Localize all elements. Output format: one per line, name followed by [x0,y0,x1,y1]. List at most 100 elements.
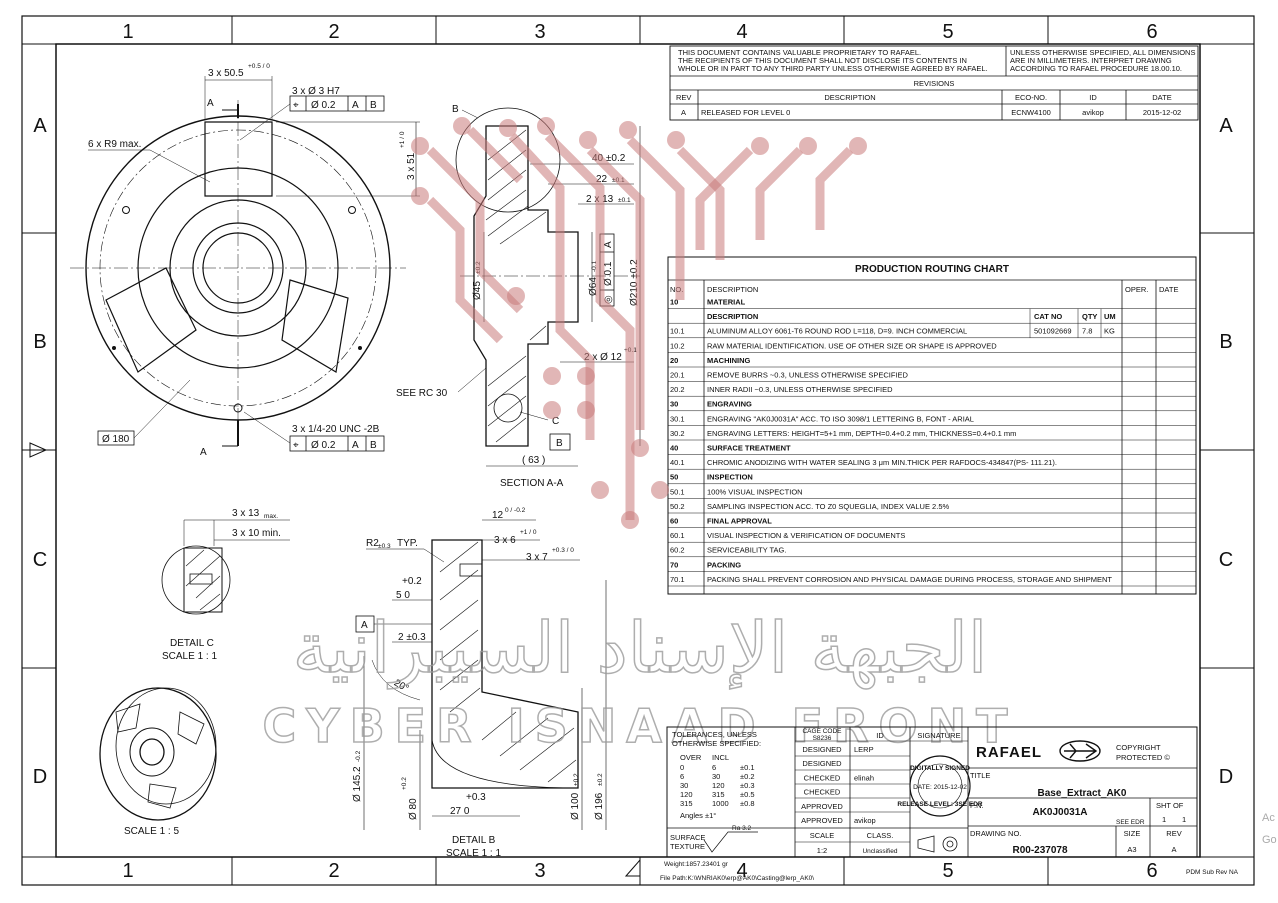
sheet-number: 1 [1162,815,1166,824]
zone-col-2-bottom: 2 [328,860,339,882]
company-logo: RAFAEL [976,740,1101,762]
rev-head-description: DESCRIPTION [824,93,875,102]
routing-row-description: INSPECTION [707,473,753,482]
tolerance-cell: 30 [680,781,688,790]
fcf-bottom-tolerance: Ø 0.2 [311,440,336,451]
zone-labels: 1 2 3 4 5 6 1 2 3 4 5 6 A B C D A B C D [33,21,1234,882]
dim-2x13-tol: ±0.1 [618,197,631,204]
routing-row-description: MATERIAL [707,298,746,307]
dim-27: 27 0 [450,806,470,817]
pn-head: P.N. [970,801,984,810]
fcf-top-datum-a: A [352,100,359,111]
tolerance-cell: 120 [680,790,693,799]
routing-row-no: 40.1 [670,458,685,467]
routing-row-description: REMOVE BURRS ~0.3, UNLESS OTHERWISE SPEC… [707,371,909,380]
dim-5: 5 0 [396,590,410,601]
routing-row-description: RAW MATERIAL IDENTIFICATION. USE OF OTHE… [707,341,997,350]
zone-row-a-left: A [33,115,47,137]
routing-row-no: 60.2 [670,546,685,555]
dim-slot-width: 3 x 50.5 [208,68,244,79]
zone-row-d-left: D [33,766,47,788]
routing-title: PRODUCTION ROUTING CHART [855,264,1009,275]
tolerance-cell: 6 [712,763,716,772]
revisions-title: REVISIONS [914,79,955,88]
pn-value: AK0J0031A [1032,807,1087,818]
dim-detail-c-10: 3 x 10 min. [232,528,281,539]
dim-64-tol: -0.1 [591,260,598,272]
approval-role: APPROVED [801,816,843,825]
dim-2: 2 ±0.3 [398,632,426,643]
dim-210: Ø210 ±0.2 [629,259,640,306]
cage-code-label: CAGE CODE [802,728,842,735]
dim-3x7-tol: +0.3 / 0 [552,547,574,554]
rev-head-rev: REV [676,93,691,102]
zone-row-b-left: B [33,331,46,353]
dim-64: Ø64 [588,277,599,296]
notice-line-1: THIS DOCUMENT CONTAINS VALUABLE PROPRIET… [678,48,921,57]
dim-detail-b-12-tol: 0 / -0.2 [505,507,526,514]
fcf-top-datum-b: B [370,100,377,111]
tolerance-cell: ±0.3 [740,781,755,790]
dim-depth: 3 x 51 [406,152,417,180]
stamp-date: DATE: 2015-12-02 [913,784,967,791]
zone-row-d-right: D [1219,766,1233,788]
dim-196: Ø 196 [594,792,605,820]
detail-b-callout: B [452,104,459,115]
title-value: Base_Extract_AK0 [1038,788,1127,799]
detail-b-scale: SCALE 1 : 1 [446,848,501,859]
tolerance-cell: 120 [712,781,725,790]
see-edr: SEE EDR [1116,819,1145,826]
dim-5-tol: +0.2 [402,576,422,587]
watermark-circuit-logo [411,117,867,529]
dim-145: Ø 145.2 [352,766,363,802]
stamp-release: RELEASE LEVEL: 3SE EDR [897,801,983,808]
routing-row-qty: 7.8 [1082,327,1092,336]
watermark-arabic: الجبهة الإسناد السيبرانية [293,607,988,690]
dim-3x6-tol: +1 / 0 [520,529,537,536]
dim-diameter-180: Ø 180 [102,434,130,445]
dim-detail-b-12: 12 [492,510,504,521]
zone-col-6-bottom: 6 [1146,860,1157,882]
size-head: SIZE [1124,829,1141,838]
fcf-bottom-datum-a: A [352,440,359,451]
routing-row-description: SURFACE TREATMENT [707,444,791,453]
rev-head: REV [1166,829,1181,838]
tolerance-cell: ±0.8 [740,799,755,808]
datum-b: B [556,438,563,449]
approval-id: elinah [854,773,874,782]
tolerances-head-incl: INCL [712,753,729,762]
dim-100: Ø 100 [570,792,581,820]
class-head: CLASS. [867,831,894,840]
front-view: A A 3 x 50.5 +0.5 / 0 3 x Ø 3 H7 ⌖ Ø 0.2… [70,63,420,458]
isometric-view: SCALE 1 : 5 [99,687,217,837]
routing-row-description: 100% VISUAL INSPECTION [707,487,803,496]
scale-head: SCALE [810,831,835,840]
routing-row-description: FINAL APPROVAL [707,517,772,526]
dim-0-3: +0.3 [466,792,486,803]
routing-row-description: PACKING [707,560,741,569]
stamp-signed: DIGITALLY SIGNED [910,765,970,772]
rev-row-id: avikop [1082,108,1104,117]
zone-row-b-right: B [1219,331,1232,353]
routing-row-no: 30 [670,400,678,409]
tolerance-cell: 315 [680,799,693,808]
dim-80: Ø 80 [408,798,419,820]
routing-row-um: KG [1104,327,1115,336]
routing-row-um: UM [1104,312,1116,321]
watermark-text: الجبهة الإسناد السيبرانية CYBER ISNAAD F… [262,606,1008,754]
routing-head-oper: OPER. [1125,285,1148,294]
approval-role: CHECKED [804,773,841,782]
dim-slot-width-tol: +0.5 / 0 [248,63,270,70]
detail-c-callout: C [552,416,559,427]
units-line-2: ARE IN MILLIMETERS. INTERPRET DRAWING [1010,56,1172,65]
detail-b: 12 0 / -0.2 R2 ±0.3 TYP. 3 x 6 +1 / 0 3 … [352,507,607,859]
copyright-2: PROTECTED © [1116,753,1170,762]
routing-row-no: 30.1 [670,414,685,423]
digital-signature-stamp: DIGITALLY SIGNED DATE: 2015-12-02 RELEAS… [897,755,983,817]
cage-code-value: S8236 [813,735,832,742]
fcf-coaxial-symbol: ◎ [603,295,614,304]
drawing-no-head: DRAWING NO. [970,829,1021,838]
tolerance-cell: 0 [680,763,684,772]
